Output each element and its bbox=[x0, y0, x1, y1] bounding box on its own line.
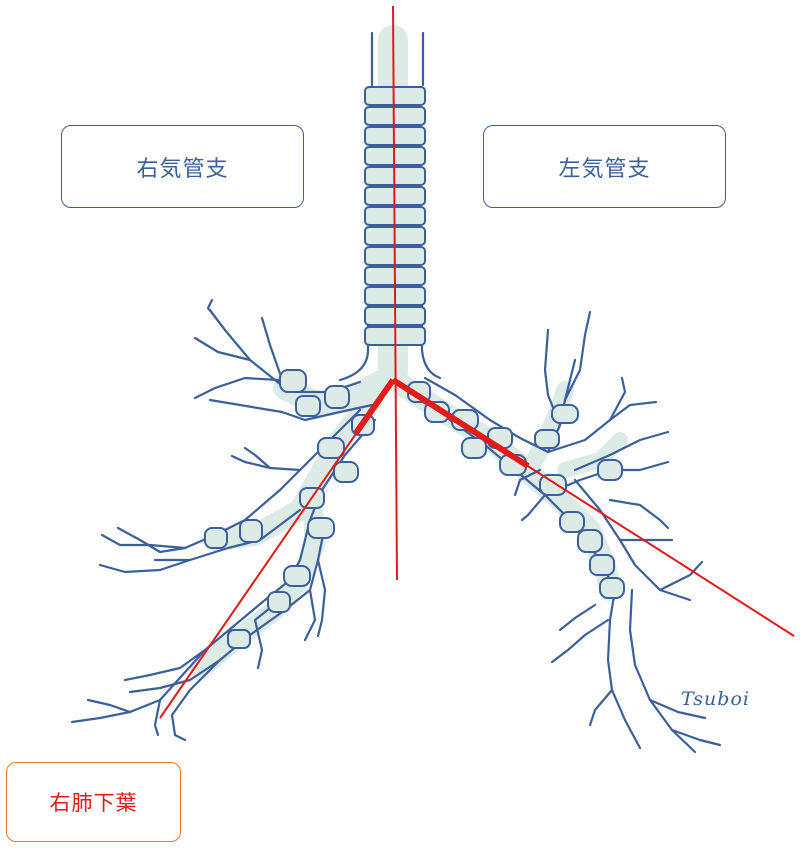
angle-lines bbox=[159, 5, 795, 719]
left-bronchus-label: 左気管支 bbox=[558, 156, 651, 182]
left-bronchus-label-box: 左気管支 bbox=[483, 125, 726, 208]
right-bronchus-label-box: 右気管支 bbox=[61, 125, 304, 208]
right-bronchus-thick bbox=[353, 378, 396, 435]
right-bronchial-tree bbox=[70, 298, 377, 742]
right-bronchus-label: 右気管支 bbox=[136, 156, 229, 182]
right-lower-lobe-label-box: 右肺下葉 bbox=[6, 762, 181, 842]
author-signature: Tsuboi bbox=[681, 688, 750, 710]
right-lower-lobe-label: 右肺下葉 bbox=[49, 791, 138, 815]
midline bbox=[392, 5, 398, 581]
left-bronchus-thick bbox=[391, 377, 530, 469]
left-bronchial-tree bbox=[407, 310, 722, 754]
right-cartilage-rings bbox=[204, 369, 375, 649]
right-axis-line bbox=[159, 379, 394, 719]
